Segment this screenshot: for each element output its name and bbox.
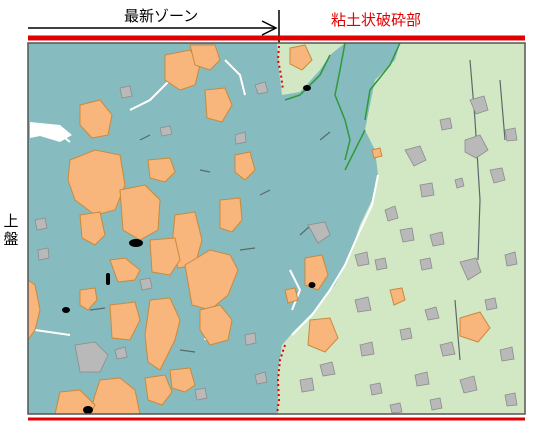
orange-clasts-green-zone: [284, 147, 491, 353]
zone-boundary-lines: [284, 42, 401, 171]
white-fracture-patch: [30, 122, 72, 142]
hanging-wall-label: 上盤: [3, 212, 19, 248]
orange-clasts: [27, 44, 329, 415]
newest-zone-label: 最新ゾーン: [124, 7, 199, 25]
diagram-frame: [27, 42, 526, 415]
newest-zone-arrow: [28, 10, 280, 46]
boundary-red-dotted-marker: [276, 45, 286, 415]
gray-clasts: [34, 81, 518, 414]
shear-boundary-line: [291, 174, 379, 336]
black-clasts: [62, 85, 316, 414]
clay-gouge-zone-label: 粘土状破砕部: [331, 11, 422, 29]
dark-lineations: [89, 59, 506, 361]
